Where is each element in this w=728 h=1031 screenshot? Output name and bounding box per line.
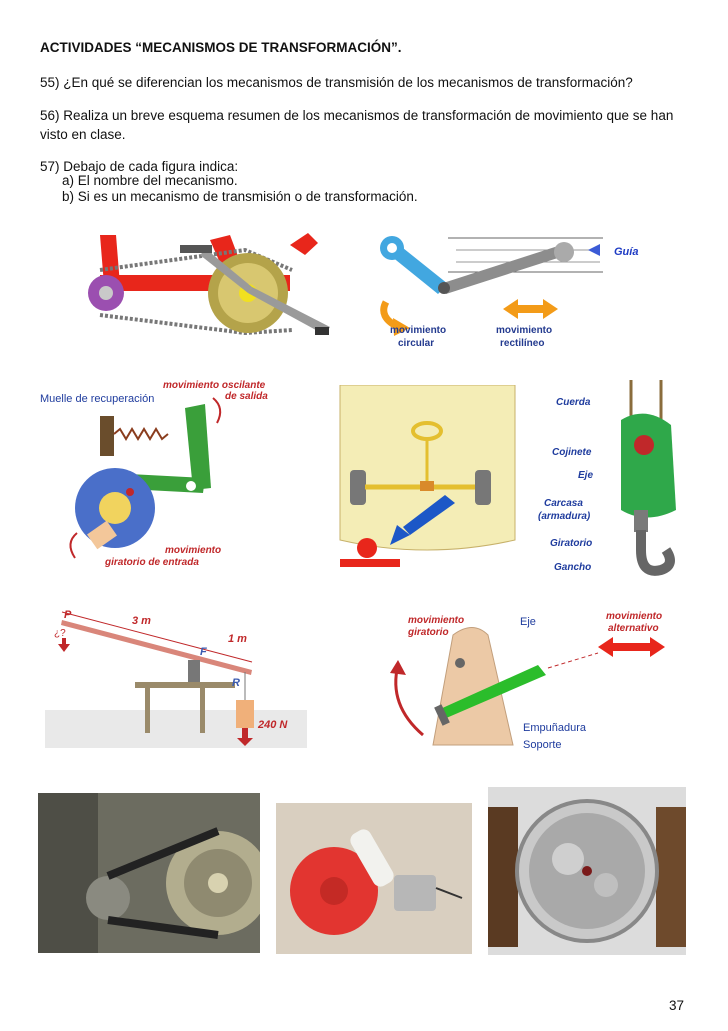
handle-grip-label: Empuñadura <box>523 722 587 734</box>
photo-belt-pulley <box>38 793 260 953</box>
hook-axle-label: Eje <box>578 470 593 481</box>
handle-rotary-label-2: giratorio <box>407 627 449 638</box>
lever-resistance-label: R <box>232 677 240 689</box>
photo-worm-gear <box>276 803 472 954</box>
handle-rotary-label-1: movimiento <box>408 615 464 626</box>
hook-casing-label-2: (armadura) <box>538 511 591 522</box>
lever-distance-3m: 3 m <box>132 615 151 627</box>
handle-alt-label-2: alternativo <box>608 623 659 634</box>
circular-motion-word-2: circular <box>398 338 434 349</box>
question-55: 55) ¿En qué se diferencian los mecanismo… <box>40 75 633 90</box>
hook-hook-label: Gancho <box>554 562 591 573</box>
hook-casing-label-1: Carcasa <box>544 498 583 509</box>
question-56-line-2: visto en clase. <box>40 127 126 142</box>
page-number: 37 <box>669 998 685 1013</box>
question-57-item-b: b) Si es un mecanismo de transmisión o d… <box>62 189 418 204</box>
figure-lever: P ¿? 3 m 1 m F R 240 N <box>40 600 310 750</box>
question-57: 57) Debajo de cada figura indica: <box>40 159 239 174</box>
guide-label: Guía <box>614 246 638 258</box>
figure-crank-slider: Guía movimiento circular movimiento rect… <box>368 222 668 362</box>
figure-cam-lever: Muelle de recuperación movimiento oscila… <box>35 378 305 578</box>
figure-bicycle-chain <box>60 215 340 360</box>
figure-crane-hook: Cuerda Cojinete Eje Carcasa (armadura) G… <box>536 380 686 580</box>
handle-axle-label: Eje <box>520 616 536 628</box>
figure-crank-handle: movimiento giratorio Eje movimiento alte… <box>378 605 678 757</box>
hook-swivel-label: Giratorio <box>550 538 592 549</box>
lever-fulcrum-label: F <box>200 646 207 658</box>
input-motion-label-2: giratorio de entrada <box>104 557 199 568</box>
spring-label: Muelle de recuperación <box>40 393 154 405</box>
hook-rope-label: Cuerda <box>556 397 591 408</box>
lever-load-label: 240 N <box>257 719 288 731</box>
lever-unknown-label: ¿? <box>54 628 66 639</box>
page-title: ACTIVIDADES “MECANISMOS DE TRANSFORMACIÓ… <box>40 40 402 55</box>
handle-alt-label-1: movimiento <box>606 611 662 622</box>
oscillating-motion-label-2: de salida <box>225 391 268 402</box>
question-57-item-a: a) El nombre del mecanismo. <box>62 173 238 188</box>
input-motion-label-1: movimiento <box>165 545 221 556</box>
oscillating-motion-label-1: movimiento oscilante <box>163 380 266 391</box>
photo-watch <box>488 787 686 955</box>
hook-bearing-label: Cojinete <box>552 447 592 458</box>
handle-support-label: Soporte <box>523 739 562 751</box>
figure-rack-pinion-car <box>335 385 520 573</box>
linear-motion-word-2: rectilíneo <box>500 338 544 349</box>
question-56-line-1: 56) Realiza un breve esquema resumen de … <box>40 108 674 123</box>
circular-motion-word-1: movimiento <box>390 325 446 336</box>
linear-motion-word-1: movimiento <box>496 325 552 336</box>
lever-distance-1m: 1 m <box>228 633 247 645</box>
lever-effort-label: P <box>64 609 72 621</box>
